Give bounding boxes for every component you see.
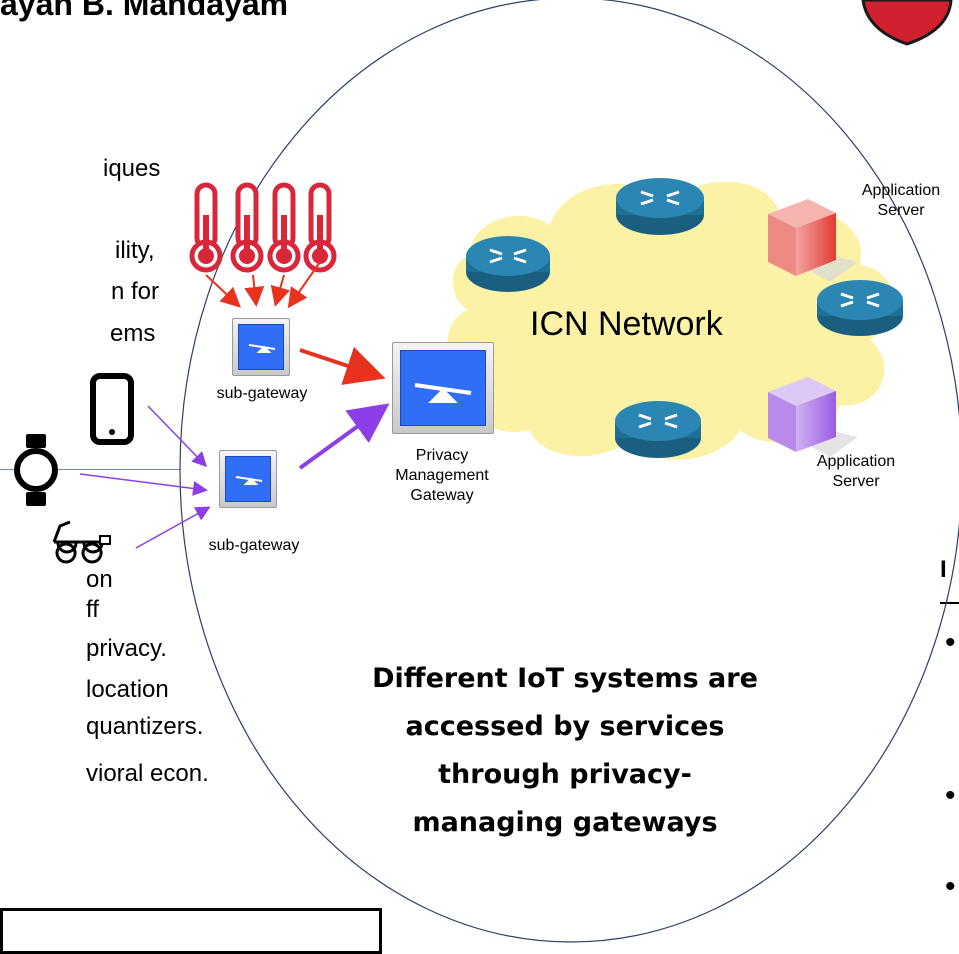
pmg-label-line: Management xyxy=(395,467,489,484)
app-server-label: Application Server xyxy=(845,181,957,221)
sub-gateway-label: sub-gateway xyxy=(208,537,300,554)
app-server-label-line: Server xyxy=(877,202,925,219)
caption-line: through privacy- xyxy=(438,759,692,790)
app-server-label-line: Server xyxy=(832,473,880,490)
sub-gateway-icon xyxy=(232,318,290,376)
caption-line: managing gateways xyxy=(412,807,718,838)
text-fragment: quantizers. xyxy=(86,713,204,740)
pmg-label: Privacy Management Gateway xyxy=(386,446,498,506)
icn-network-label: ICN Network xyxy=(530,305,723,343)
divider-line xyxy=(0,469,180,470)
text-fragment: ems xyxy=(110,320,156,347)
sub-gateway-label: sub-gateway xyxy=(216,385,308,402)
pmg-label-line: Privacy xyxy=(415,447,469,464)
smartwatch-icon xyxy=(14,434,58,506)
text-fragment: location xyxy=(86,676,169,703)
router-icon xyxy=(817,280,903,336)
privacy-management-gateway-icon xyxy=(392,342,494,434)
thermometer-icon xyxy=(230,182,264,273)
router-icon xyxy=(616,178,704,235)
diagram-caption: Different IoT systems are accessed by se… xyxy=(300,655,830,847)
router-icon xyxy=(466,236,550,292)
text-fragment: vioral econ. xyxy=(86,760,209,787)
smart-glasses-icon xyxy=(52,520,111,564)
bullet: • xyxy=(945,779,956,812)
app-server-label-line: Application xyxy=(816,453,896,470)
text-fragment: n for xyxy=(111,278,160,305)
thermometer-icon xyxy=(189,182,223,273)
pmg-label-line: Gateway xyxy=(410,487,474,504)
right-heading: I xyxy=(940,556,947,583)
text-fragment: privacy. xyxy=(86,635,167,662)
text-fragment: iques xyxy=(103,155,161,182)
bullet: • xyxy=(945,870,956,903)
router-icon xyxy=(615,401,701,458)
text-fragment: ility, xyxy=(115,237,155,264)
server-cube-icon xyxy=(768,377,858,457)
thermometer-icon xyxy=(267,182,301,273)
caption-line: Different IoT systems are xyxy=(372,663,758,694)
app-server-label-line: Application xyxy=(861,182,941,199)
sub-gateway-icon xyxy=(219,450,277,508)
text-fragment: on xyxy=(86,566,113,593)
logo-shield-icon xyxy=(861,0,953,46)
smartphone-icon xyxy=(90,373,134,445)
system-boundary-ellipse xyxy=(179,0,959,943)
text-fragment: ff xyxy=(86,596,99,623)
caption-line: accessed by services xyxy=(405,711,725,742)
thermometer-icon xyxy=(303,182,337,273)
bullet: • xyxy=(945,626,956,659)
server-cube-icon xyxy=(768,199,858,282)
slide-title: ayan B. Mandayam xyxy=(0,0,289,22)
app-server-label: Application Server xyxy=(800,452,912,492)
right-heading-underline: I xyxy=(940,556,959,604)
